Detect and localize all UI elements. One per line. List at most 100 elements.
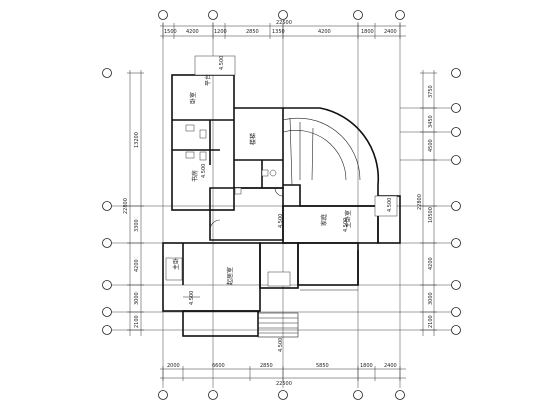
room-label: 主卧室 xyxy=(344,210,352,228)
dim-label: 1200 xyxy=(214,29,227,35)
window-frame xyxy=(165,257,183,281)
family-room-walls xyxy=(297,242,359,286)
dim-label: 3000 xyxy=(134,292,140,305)
toilet-fixture xyxy=(185,151,195,159)
column xyxy=(261,169,269,177)
dim-label: 2100 xyxy=(428,315,434,328)
room-labels: 卧室 书房 楼梯 起居室 主卧 家庭 主卧室 平台 xyxy=(172,74,352,285)
dim-total: 22800 xyxy=(417,194,423,210)
right-dimension-labels: 3750 3450 4500 4200 3000 2100 10500 2280… xyxy=(417,85,434,328)
door-swing xyxy=(209,219,221,231)
axis-bubble xyxy=(451,155,461,165)
axis-bubble xyxy=(451,103,461,113)
axis-bubble xyxy=(451,307,461,317)
dim-label: 3000 xyxy=(428,292,434,305)
left-dimension-labels: 13200 3300 4200 3000 2100 22800 xyxy=(123,132,140,328)
room-label: 家庭 xyxy=(320,214,328,226)
upper-left-wing-walls xyxy=(171,74,235,211)
door-swing xyxy=(274,187,284,197)
axis-bubble xyxy=(451,325,461,335)
dim-label: 2400 xyxy=(384,363,397,369)
axis-bubble xyxy=(102,325,112,335)
axis-bubble xyxy=(278,390,288,400)
bottom-dimension-labels: 2000 6600 2850 5850 1800 2400 22500 xyxy=(167,363,397,387)
top-dimension-labels: 1500 4200 1200 2850 1350 4200 1800 2400 … xyxy=(164,20,397,35)
axis-bubble xyxy=(102,68,112,78)
window-frame xyxy=(267,271,291,287)
elevation-label: 4.500 xyxy=(343,218,349,232)
elevation-label: 4.500 xyxy=(278,214,284,228)
elevation-label: 4.500 xyxy=(278,338,284,352)
elevation-label: 4.500 xyxy=(219,56,225,70)
dim-label: 2000 xyxy=(167,363,180,369)
toilet-fixture xyxy=(185,124,195,132)
dim-label: 4200 xyxy=(318,29,331,35)
dimension-lines xyxy=(127,23,437,381)
axis-bubble xyxy=(451,238,461,248)
dim-label: 3750 xyxy=(428,85,434,98)
axis-bubble xyxy=(208,390,218,400)
dim-label: 4200 xyxy=(186,29,199,35)
axis-bubble xyxy=(451,127,461,137)
axis-bubbles xyxy=(102,10,461,400)
dim-label: 4500 xyxy=(428,139,434,152)
axis-bubble xyxy=(158,10,168,20)
dim-label: 2850 xyxy=(260,363,273,369)
axis-bubble xyxy=(395,10,405,20)
bath-fixture xyxy=(199,151,207,161)
axis-bubble xyxy=(451,68,461,78)
column xyxy=(234,187,242,195)
fixtures xyxy=(165,55,398,298)
dim-label: 4200 xyxy=(134,259,140,272)
axis-bubble xyxy=(208,10,218,20)
dim-label: 2850 xyxy=(246,29,259,35)
elevation-label: 4.500 xyxy=(201,164,207,178)
dim-label: 1800 xyxy=(361,29,374,35)
central-block-walls xyxy=(234,107,284,189)
dim-label: 1500 xyxy=(164,29,177,35)
dim-label: 6600 xyxy=(212,363,225,369)
dim-label: 1800 xyxy=(360,363,373,369)
axis-bubble xyxy=(158,390,168,400)
axis-bubble xyxy=(353,10,363,20)
dim-label: 5850 xyxy=(316,363,329,369)
room-label: 卧室 xyxy=(189,92,197,104)
right-bedroom-walls xyxy=(282,205,379,244)
dim-label: 10500 xyxy=(428,207,434,223)
dim-label: 13200 xyxy=(134,132,140,148)
axis-bubble xyxy=(102,280,112,290)
axis-bubble xyxy=(102,238,112,248)
dim-label: 4200 xyxy=(428,257,434,270)
window-frame xyxy=(194,55,236,76)
dim-total: 22500 xyxy=(276,20,292,26)
axis-bubble xyxy=(102,307,112,317)
room-label: 楼梯 xyxy=(249,133,257,145)
elevation-markers: 4.500 4.500 4.500 4.500 4.500 4.500 4.50… xyxy=(189,56,393,352)
window-frame xyxy=(374,195,398,217)
dim-label: 3450 xyxy=(428,115,434,128)
room-label: 平台 xyxy=(204,74,212,86)
room-label: 书房 xyxy=(191,170,199,182)
room-label: 起居室 xyxy=(226,267,234,285)
entrance-steps xyxy=(257,312,299,338)
axis-bubble xyxy=(278,10,288,20)
axis-bubble xyxy=(395,390,405,400)
axis-bubble xyxy=(451,201,461,211)
axis-bubble xyxy=(353,390,363,400)
dim-total: 22500 xyxy=(276,381,292,387)
basin-fixture xyxy=(199,129,207,139)
column-round xyxy=(269,169,277,177)
axis-bubble xyxy=(451,280,461,290)
axis-bubble xyxy=(102,201,112,211)
dim-label: 3300 xyxy=(134,219,140,232)
dim-total: 22800 xyxy=(123,198,129,214)
room-label: 主卧 xyxy=(172,258,180,270)
dim-label: 1350 xyxy=(272,29,285,35)
elevation-label: 4.500 xyxy=(189,291,195,305)
stair-hall-walls xyxy=(209,187,284,241)
elevation-label: 4.500 xyxy=(387,198,393,212)
curved-stair-walls xyxy=(283,107,380,207)
dim-label: 2100 xyxy=(134,315,140,328)
dim-label: 2400 xyxy=(384,29,397,35)
